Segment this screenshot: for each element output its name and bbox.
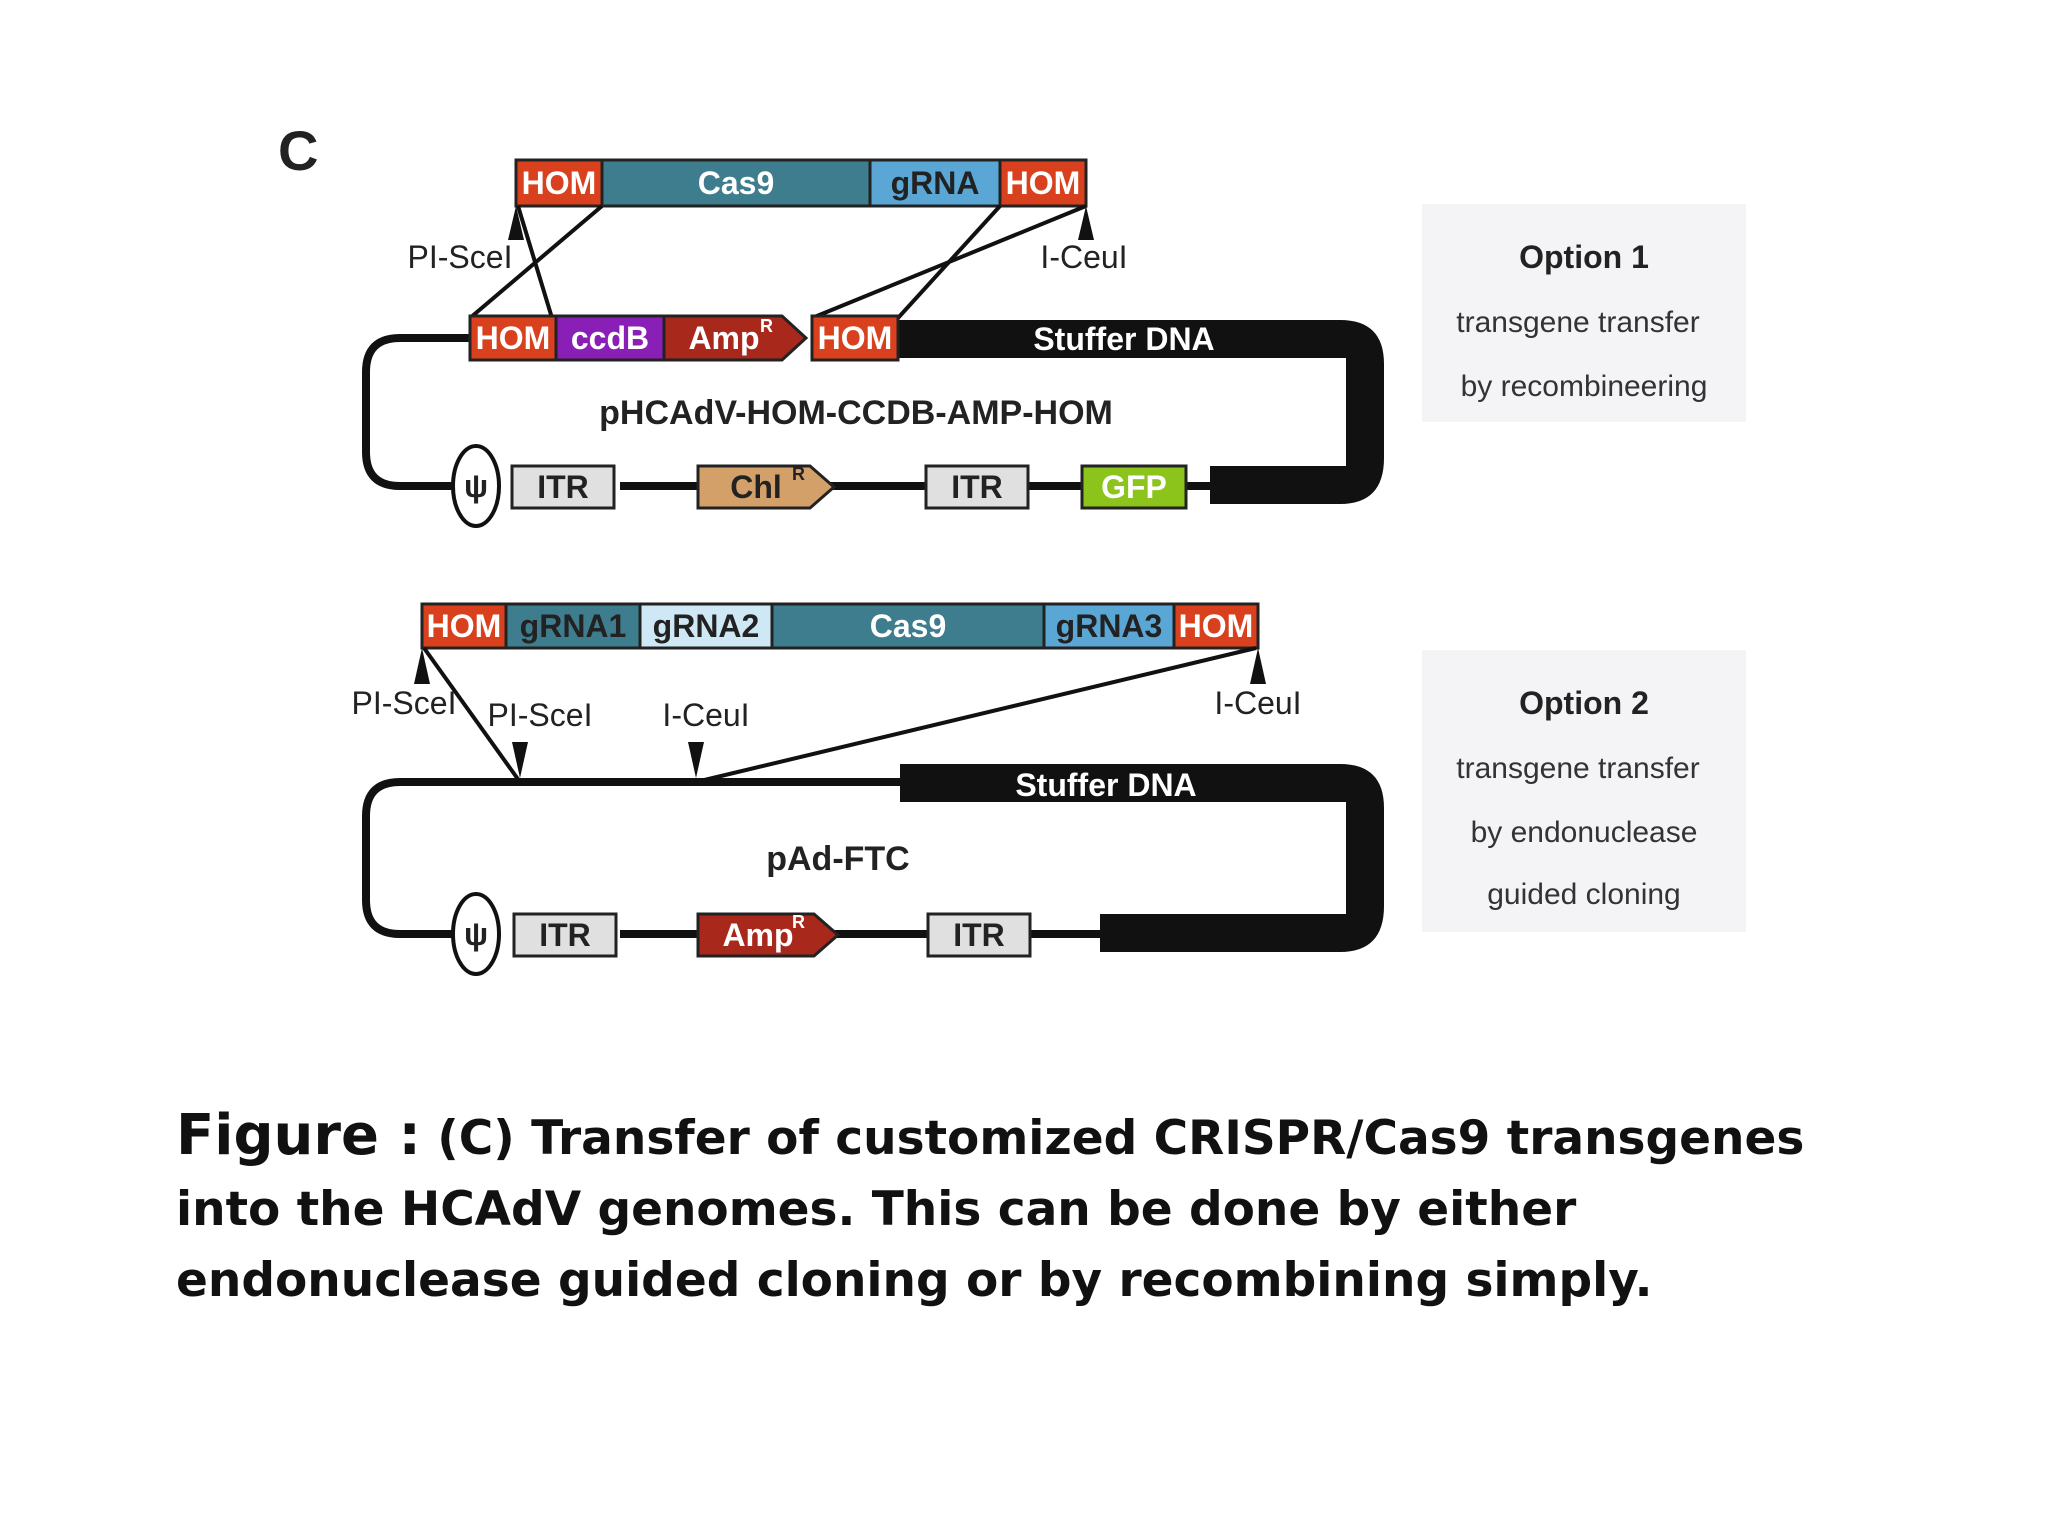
option1-insert-label-1: Cas9 xyxy=(698,165,775,201)
option1-gfp-label: GFP xyxy=(1101,469,1167,505)
option2-insert-label-2: gRNA2 xyxy=(653,608,760,644)
option2-plasmid-name: pAd-FTC xyxy=(766,840,910,878)
option2-psi-label: ψ xyxy=(464,916,488,952)
option1-backbone-loop xyxy=(362,334,470,490)
option1-box-title: Option 1 xyxy=(1519,239,1649,275)
option1-backbone-hom-left xyxy=(468,314,558,362)
option2-box-title: Option 2 xyxy=(1519,685,1649,721)
option2-insert-label-0: HOM xyxy=(427,608,502,644)
option1-stuffer-label: Stuffer DNA xyxy=(1033,321,1214,357)
option1-insert-label-3: HOM xyxy=(1006,165,1081,201)
option1-chl-element xyxy=(696,464,837,510)
option2-insert-cas9 xyxy=(770,602,1046,650)
option2-itr-right-label: ITR xyxy=(953,917,1005,953)
option2-insert-site-label-0: PI-SceI xyxy=(352,685,457,721)
option2-insert-hom-right xyxy=(1172,602,1260,650)
option2-insert-grna1 xyxy=(504,602,642,650)
option1-insert-grna xyxy=(868,158,1002,208)
caption-lead: Figure : xyxy=(176,1103,421,1168)
option2-insert-site-marker-left xyxy=(414,648,430,684)
option2-itr-right xyxy=(926,912,1032,958)
option2-insert-site-label-1: I-CeuI xyxy=(1214,685,1301,721)
option1-backbone-label-2: Amp xyxy=(688,320,759,356)
option1-stuffer-arc xyxy=(898,320,1384,504)
option2-amp-element xyxy=(696,912,841,958)
option2-stuffer-label: Stuffer DNA xyxy=(1015,767,1196,803)
option2-itr-left xyxy=(512,912,618,958)
option1-site-marker-left xyxy=(508,206,524,240)
option1-box-line-0: transgene transfer xyxy=(1456,306,1699,339)
option1-itr-left-label: ITR xyxy=(537,469,589,505)
option2-insert-label-3: Cas9 xyxy=(870,608,947,644)
figure-caption: Figure : (C) Transfer of customized CRIS… xyxy=(176,1100,1896,1316)
option2-insert: HOM gRNA1 gRNA2 Cas9 gRNA3 HOM xyxy=(420,602,1260,650)
option1-backbone-label-0: HOM xyxy=(476,320,551,356)
option1-diagram: HOM Cas9 gRNA HOM PI-SceI I-CeuI HOM ccd… xyxy=(362,158,1746,528)
option1-insert-cas9 xyxy=(600,158,872,208)
option1-chl-label: Chl xyxy=(730,469,782,505)
option1-crossover-line xyxy=(811,204,1087,320)
option2-insert-label-4: gRNA3 xyxy=(1056,608,1163,644)
option1-gfp-element xyxy=(1080,464,1188,510)
option1-chl-superscript: R xyxy=(792,464,805,484)
option2-box xyxy=(1422,650,1746,932)
option2-box-line-2: guided cloning xyxy=(1487,878,1681,911)
option1-backbone-ccdb xyxy=(554,314,666,362)
option1-amp-superscript: R xyxy=(760,316,773,336)
option2-backbone-site-label-1: I-CeuI xyxy=(662,697,749,733)
option1-backbone-amp xyxy=(662,314,809,362)
option1-backbone-label-1: ccdB xyxy=(571,320,649,356)
option2-insert-site-marker-right xyxy=(1250,648,1266,684)
option2-backbone-site-marker-left xyxy=(512,742,528,778)
option1-insert-label-0: HOM xyxy=(522,165,597,201)
option1-insert-label-2: gRNA xyxy=(891,165,980,201)
option1-site-label-0: PI-SceI xyxy=(408,239,513,275)
panel-letter: C xyxy=(278,119,319,182)
caption-body: (C) Transfer of customized CRISPR/Cas9 t… xyxy=(176,1111,1805,1308)
option1-psi-element xyxy=(451,444,501,528)
option2-connector-line xyxy=(695,646,1257,784)
option1-insert-hom-right xyxy=(998,158,1088,208)
option1-itr-right-label: ITR xyxy=(951,469,1003,505)
option2-backbone-site-marker-right xyxy=(688,742,704,778)
option1-box-line-1: by recombineering xyxy=(1461,370,1708,403)
option2-stuffer-arc xyxy=(900,764,1384,952)
option1-itr-right xyxy=(924,464,1030,510)
option1-insert: HOM Cas9 gRNA HOM xyxy=(514,158,1088,208)
option2-itr-left-label: ITR xyxy=(539,917,591,953)
option2-backbone-site-label-0: PI-SceI xyxy=(488,697,593,733)
option2-insert-label-5: HOM xyxy=(1179,608,1254,644)
option1-backbone-label-3: HOM xyxy=(818,320,893,356)
option2-box-line-0: transgene transfer xyxy=(1456,752,1699,785)
option1-site-marker-right xyxy=(1078,206,1094,240)
option2-amp-superscript: R xyxy=(792,912,805,932)
option1-psi-label: ψ xyxy=(464,468,488,504)
option1-site-label-1: I-CeuI xyxy=(1040,239,1127,275)
option2-psi-element xyxy=(451,892,501,976)
option1-plasmid-name: pHCAdV-HOM-CCDB-AMP-HOM xyxy=(599,394,1113,432)
option2-connector-line xyxy=(422,646,522,784)
option1-box xyxy=(1422,204,1746,422)
option2-box-line-1: by endonuclease xyxy=(1471,816,1698,849)
option2-insert-grna3 xyxy=(1042,602,1176,650)
option2-diagram: HOM gRNA1 gRNA2 Cas9 gRNA3 HOM PI-SceI I… xyxy=(352,602,1746,976)
option1-backbone-hom-right xyxy=(810,314,900,362)
option2-insert-label-1: gRNA1 xyxy=(520,608,627,644)
option1-itr-left xyxy=(510,464,616,510)
option1-insert-hom-left xyxy=(514,158,604,208)
option2-backbone-loop xyxy=(362,778,900,938)
option2-amp-label: Amp xyxy=(722,917,793,953)
option1-crossover-line xyxy=(468,204,604,320)
